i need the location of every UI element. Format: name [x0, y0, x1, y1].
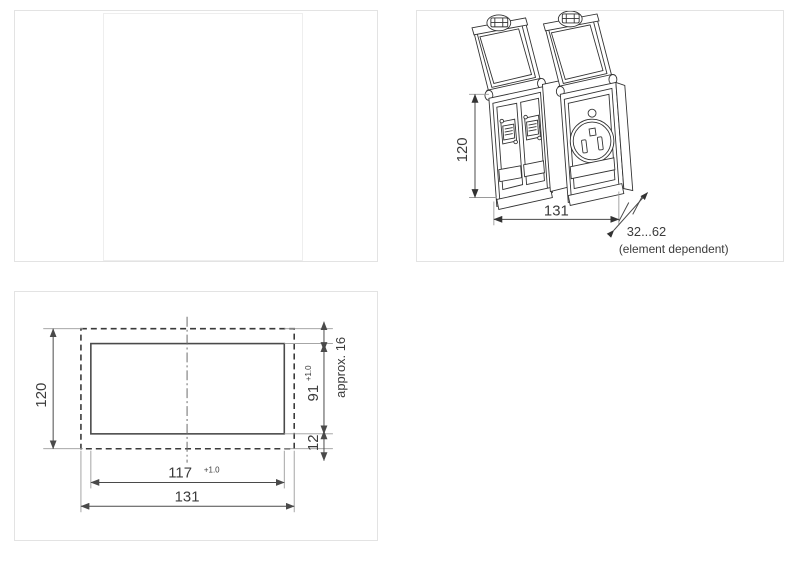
- depth-note-label: (element dependent): [619, 242, 729, 256]
- bottom-margin-dimension: 12: [284, 430, 333, 462]
- outer-height-label: 120: [34, 383, 50, 408]
- left-latch-icon: [486, 14, 512, 32]
- cutout-width-label: 117: [168, 466, 192, 482]
- cutout-height-label: 91: [306, 385, 322, 402]
- cutout-height-dimension: 91 +1.0: [284, 343, 333, 435]
- product-photo-panel: [14, 10, 378, 262]
- cutout-drawing-panel: 120 approx. 16 91 +1.0 12: [14, 291, 378, 541]
- width-dimension-label: 131: [544, 203, 569, 219]
- height-dimension-120: 120: [455, 93, 497, 199]
- height-dimension-label: 120: [455, 137, 471, 162]
- top-margin-dimension: approx. 16: [284, 321, 348, 398]
- photo-inner-frame: [103, 13, 303, 261]
- cutout-drawing: 120 approx. 16 91 +1.0 12: [34, 316, 348, 513]
- module-right-graphic: [541, 11, 634, 206]
- right-latch-icon: [557, 11, 583, 28]
- bottom-margin-label: 12: [306, 435, 322, 452]
- isometric-view-panel: 120 131 32...62 (element dependent): [416, 10, 784, 262]
- cutout-width-tolerance: +1.0: [204, 466, 220, 475]
- cutout-height-tolerance: +1.0: [304, 365, 313, 381]
- product-photo-image: [103, 13, 303, 261]
- depth-dimension-leader: 32...62 (element dependent): [606, 192, 729, 256]
- module-left-graphic: [471, 14, 553, 210]
- outer-width-label: 131: [175, 489, 200, 505]
- outer-height-dimension-120: 120: [34, 328, 83, 450]
- top-margin-label: approx. 16: [333, 337, 348, 398]
- outer-width-dimension: 131: [80, 450, 295, 513]
- cutout-width-dimension: 117 +1.0: [90, 450, 285, 489]
- depth-dimension-label: 32...62: [627, 224, 666, 239]
- isometric-drawing: 120 131 32...62 (element dependent): [455, 11, 729, 256]
- d-sub-connector-2-icon: [523, 114, 542, 141]
- d-sub-connector-1-icon: [499, 118, 518, 145]
